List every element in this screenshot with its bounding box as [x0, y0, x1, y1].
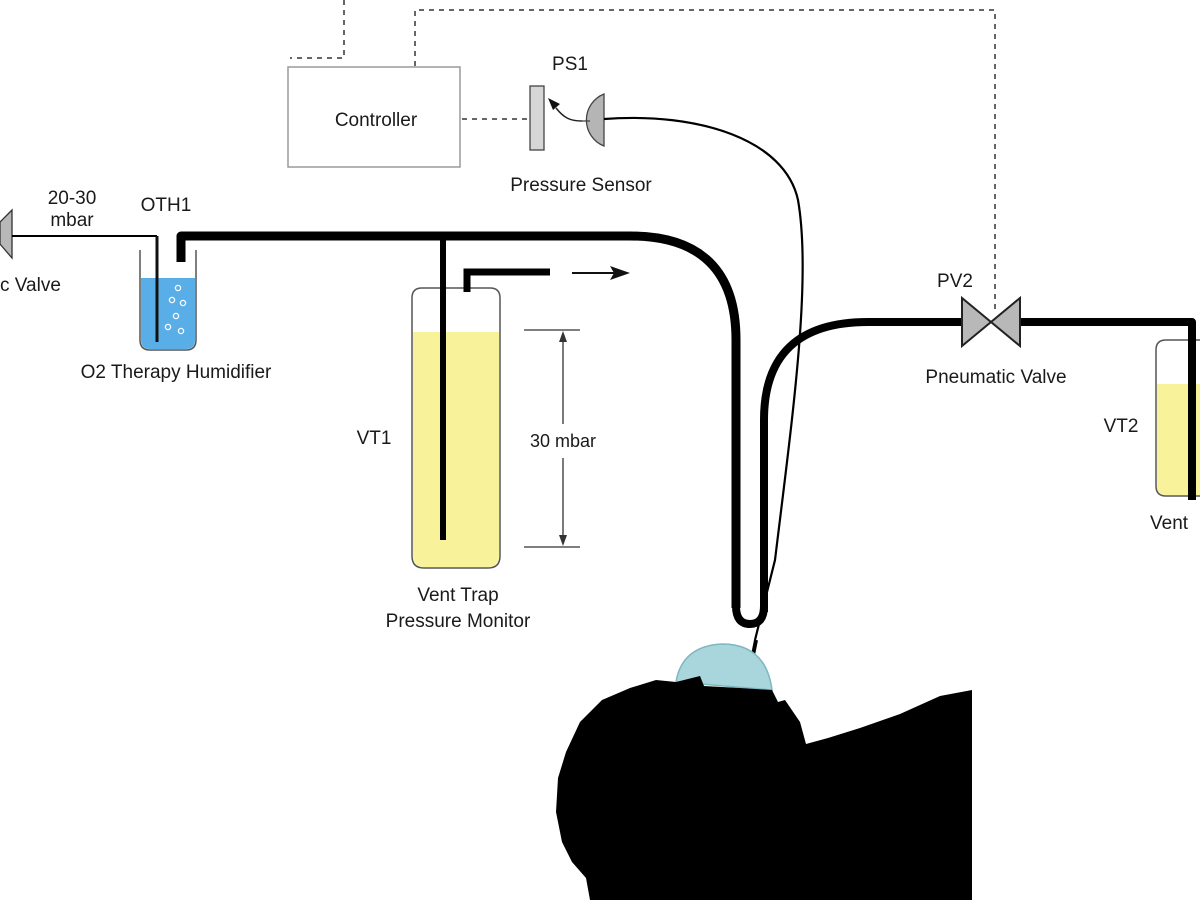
vent-trap-label-line1: Vent Trap [417, 585, 498, 606]
sensor-needle [555, 107, 583, 122]
sensor-dome-icon [585, 93, 605, 147]
controller-signal-line-left [290, 0, 345, 59]
controller-box: Controller [287, 66, 461, 168]
sensor-plate [529, 85, 545, 151]
level-dimension [524, 329, 580, 548]
right-tube-to-pv2 [760, 318, 962, 612]
main-supply-tube [176, 231, 741, 608]
left-valve-label: c Valve [0, 275, 61, 296]
left-exhaust: 20-30 mbar c Valve [0, 188, 157, 296]
control-signal-lines [290, 0, 996, 312]
controller-signal-line-to-pv2 [414, 9, 996, 312]
sensing-tube [603, 116, 804, 641]
humidifier-oth1: OTH1 O2 Therapy Humidifier [81, 195, 272, 383]
humidifier-jar [139, 250, 197, 351]
vt2-jar [1155, 339, 1200, 497]
vt1-liquid [413, 332, 499, 567]
vent-trap-vt1: VT1 [357, 236, 630, 569]
head-silhouette [556, 676, 972, 900]
vent-trap-label-line2: Pressure Monitor [386, 611, 531, 632]
vt1-vent-outlet [463, 268, 550, 292]
dimension-arrow-up-icon [559, 331, 567, 342]
vt1-label: VT1 [357, 428, 392, 449]
vent-flow-arrow-icon [610, 266, 630, 280]
pneumatic-valve-pv2: PV2 Pneumatic Valve [925, 271, 1066, 388]
pneumatic-valve-label: Pneumatic Valve [925, 367, 1066, 388]
controller-label: Controller [335, 110, 418, 131]
pressure-range-unit: mbar [50, 210, 94, 231]
pressure-sensor-ps1: PS1 Pressure Sensor [510, 54, 652, 196]
humidifier-label: O2 Therapy Humidifier [81, 362, 272, 383]
tube-u-bend [732, 605, 768, 629]
valve-right-triangle-icon [989, 295, 1021, 349]
vent-label-fragment: Vent [1150, 513, 1189, 534]
oth1-label: OTH1 [141, 195, 192, 216]
pressure-range-top: 20-30 [48, 188, 97, 209]
sensor-arrow-icon [548, 98, 560, 110]
level-30-label: 30 mbar [530, 431, 596, 451]
dimension-arrow-down-icon [559, 535, 567, 546]
valve-left-triangle-icon [961, 295, 993, 349]
bubbles-icon [164, 284, 187, 335]
ps1-label: PS1 [552, 54, 588, 75]
pv2-label: PV2 [937, 271, 973, 292]
left-valve-icon [0, 208, 13, 260]
vt2-label: VT2 [1104, 416, 1139, 437]
vent-trap-vt2: VT2 Vent [1104, 330, 1200, 534]
pressure-sensor-label: Pressure Sensor [510, 175, 652, 196]
humidifier-water [141, 278, 195, 349]
